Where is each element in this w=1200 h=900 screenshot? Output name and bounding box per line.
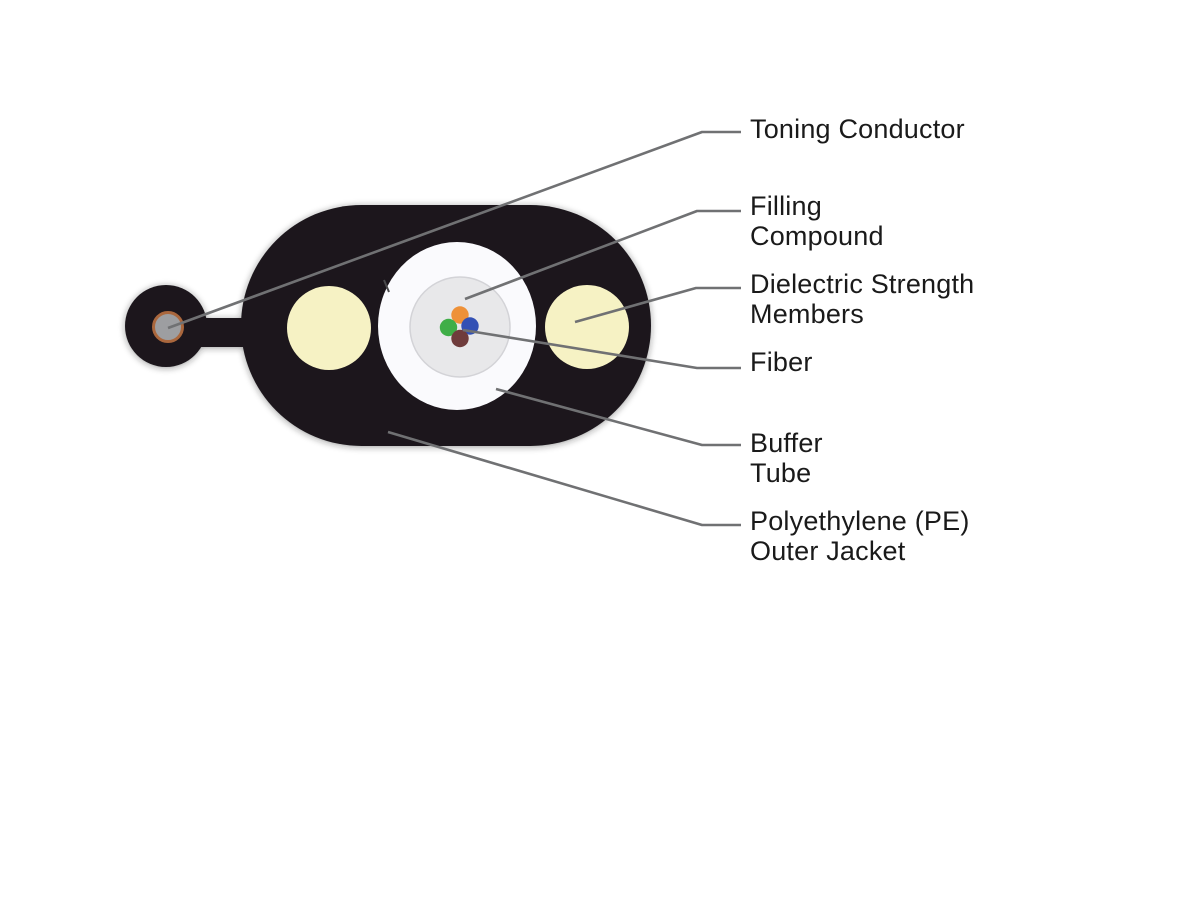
leader-line-dielectric-strength-members xyxy=(574,286,741,324)
label-line: Polyethylene (PE) xyxy=(750,506,970,536)
label-fiber: Fiber xyxy=(750,347,813,378)
label-line: Toning Conductor xyxy=(750,114,965,144)
label-outer-jacket: Polyethylene (PE) Outer Jacket xyxy=(750,506,970,566)
label-dielectric-strength-members: Dielectric Strength Members xyxy=(750,269,975,329)
label-line: Outer Jacket xyxy=(750,535,906,566)
filling-compound-shape xyxy=(409,276,511,378)
fiber-brown xyxy=(451,329,469,348)
fiber-orange xyxy=(451,306,469,324)
label-buffer-tube: Buffer Tube xyxy=(750,428,823,488)
strength-member-left xyxy=(287,286,371,370)
jacket-web-neck xyxy=(198,318,246,347)
label-line: Dielectric Strength xyxy=(750,269,975,299)
leader-line-filling-compound xyxy=(464,209,741,301)
label-toning-conductor: Toning Conductor xyxy=(750,114,965,145)
leader-line-toning-conductor xyxy=(167,130,741,330)
leader-line-outer-jacket xyxy=(387,430,741,527)
label-line: Members xyxy=(750,298,864,329)
leader-line-fiber xyxy=(462,328,741,370)
label-line: Filling xyxy=(750,191,822,221)
fiber-green xyxy=(439,318,458,337)
leader-line-buffer-tube xyxy=(495,387,741,447)
label-line: Buffer xyxy=(750,428,823,458)
label-line: Compound xyxy=(750,220,884,251)
label-line: Tube xyxy=(750,457,812,488)
label-line: Fiber xyxy=(750,347,813,377)
leader-lines-group xyxy=(167,130,741,527)
label-filling-compound: Filling Compound xyxy=(750,191,884,251)
strength-member-right xyxy=(545,285,629,369)
stray-mark xyxy=(383,279,390,293)
